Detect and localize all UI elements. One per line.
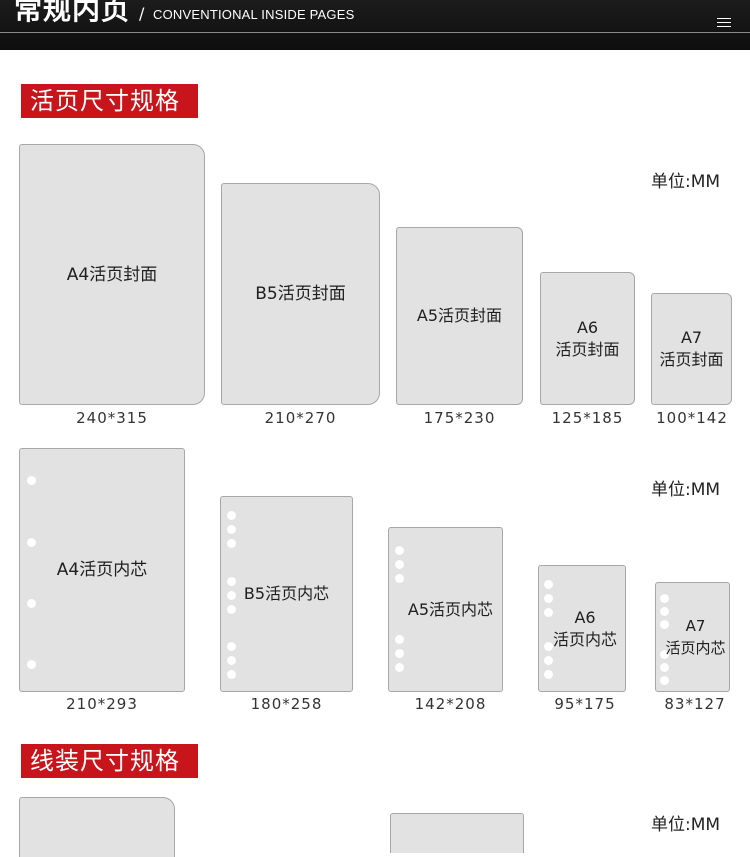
cover-label-line1: A6 (576, 317, 599, 337)
cover-label: A6 活页封面 (541, 317, 634, 361)
cover-label: A5活页封面 (416, 306, 503, 325)
cover-dimension: 210*270 (264, 409, 337, 427)
punch-hole (660, 663, 669, 672)
punch-hole (227, 511, 236, 520)
punch-hole (395, 663, 404, 672)
punch-hole (227, 577, 236, 586)
cover-a6: A6 活页封面 (540, 272, 635, 405)
cover-label-line2: 活页封面 (555, 339, 620, 359)
unit-label: 单位:MM (651, 480, 721, 500)
insert-label: A4活页内芯 (56, 560, 148, 580)
punch-hole (227, 539, 236, 548)
header-separator: / (139, 4, 145, 23)
cover-label-line2: 活页封面 (659, 350, 724, 369)
insert-dimension: 210*293 (66, 695, 138, 713)
insert-label: A7 活页内芯 (656, 615, 729, 659)
cover-a4: A4活页封面 (19, 144, 205, 405)
punch-hole (544, 642, 553, 651)
insert-dimension: 95*175 (554, 695, 616, 713)
hamburger-menu-icon[interactable] (717, 18, 731, 28)
thread-bound-sample-large (19, 797, 175, 857)
insert-a7: A7 活页内芯 (655, 582, 730, 692)
cover-label: A4活页封面 (66, 264, 158, 285)
punch-hole (395, 635, 404, 644)
punch-hole (544, 608, 553, 617)
punch-hole (395, 546, 404, 555)
punch-hole (660, 594, 669, 603)
punch-hole (27, 660, 36, 669)
insert-label-line2: 活页内芯 (665, 639, 726, 657)
punch-hole (227, 670, 236, 679)
punch-hole (27, 538, 36, 547)
cover-dimension: 100*142 (656, 409, 728, 427)
punch-hole (544, 670, 553, 679)
punch-hole (395, 649, 404, 658)
insert-dimension: 142*208 (414, 695, 487, 713)
punch-hole (227, 591, 236, 600)
cover-label: B5活页封面 (255, 284, 346, 304)
punch-hole (660, 620, 669, 629)
insert-a4: A4活页内芯 (19, 448, 185, 692)
cover-label: A7 活页封面 (652, 327, 731, 371)
header-rule (0, 32, 750, 33)
punch-hole (227, 605, 236, 614)
thread-bound-sample-medium (390, 813, 524, 853)
insert-dimension: 180*258 (250, 695, 323, 713)
cover-a5: A5活页封面 (396, 227, 523, 405)
insert-label: A6 活页内芯 (539, 607, 625, 651)
insert-b5: B5活页内芯 (220, 496, 353, 692)
insert-label-line2: 活页内芯 (552, 629, 617, 649)
insert-label-line1: A7 (685, 617, 706, 635)
section-title-loose-leaf: 活页尺寸规格 (21, 84, 198, 118)
punch-hole (395, 560, 404, 569)
punch-hole (660, 676, 669, 685)
punch-hole (544, 580, 553, 589)
insert-label-line1: A6 (574, 607, 596, 627)
cover-a7: A7 活页封面 (651, 293, 732, 405)
punch-hole (227, 656, 236, 665)
unit-label: 单位:MM (651, 815, 721, 835)
punch-hole (227, 642, 236, 651)
unit-label: 单位:MM (651, 172, 721, 192)
cover-dimension: 175*230 (423, 409, 496, 427)
cover-dimension: 240*315 (76, 409, 148, 427)
page-header: 常规内页 / CONVENTIONAL INSIDE PAGES (0, 0, 750, 50)
insert-a6: A6 活页内芯 (538, 565, 626, 692)
punch-hole (27, 599, 36, 608)
header-title-en: CONVENTIONAL INSIDE PAGES (153, 7, 355, 22)
punch-hole (227, 525, 236, 534)
cover-b5: B5活页封面 (221, 183, 380, 405)
punch-hole (660, 650, 669, 659)
punch-hole (544, 656, 553, 665)
insert-dimension: 83*127 (664, 695, 726, 713)
cover-dimension: 125*185 (551, 409, 624, 427)
header-title-zh: 常规内页 (14, 0, 131, 26)
punch-hole (27, 476, 36, 485)
insert-a5: A5活页内芯 (388, 527, 503, 692)
insert-label: A5活页内芯 (407, 599, 494, 619)
cover-label-line1: A7 (680, 328, 703, 347)
punch-hole (544, 594, 553, 603)
punch-hole (660, 607, 669, 616)
punch-hole (395, 574, 404, 583)
insert-label: B5活页内芯 (243, 584, 330, 603)
section-title-thread-bound: 线装尺寸规格 (21, 744, 198, 778)
